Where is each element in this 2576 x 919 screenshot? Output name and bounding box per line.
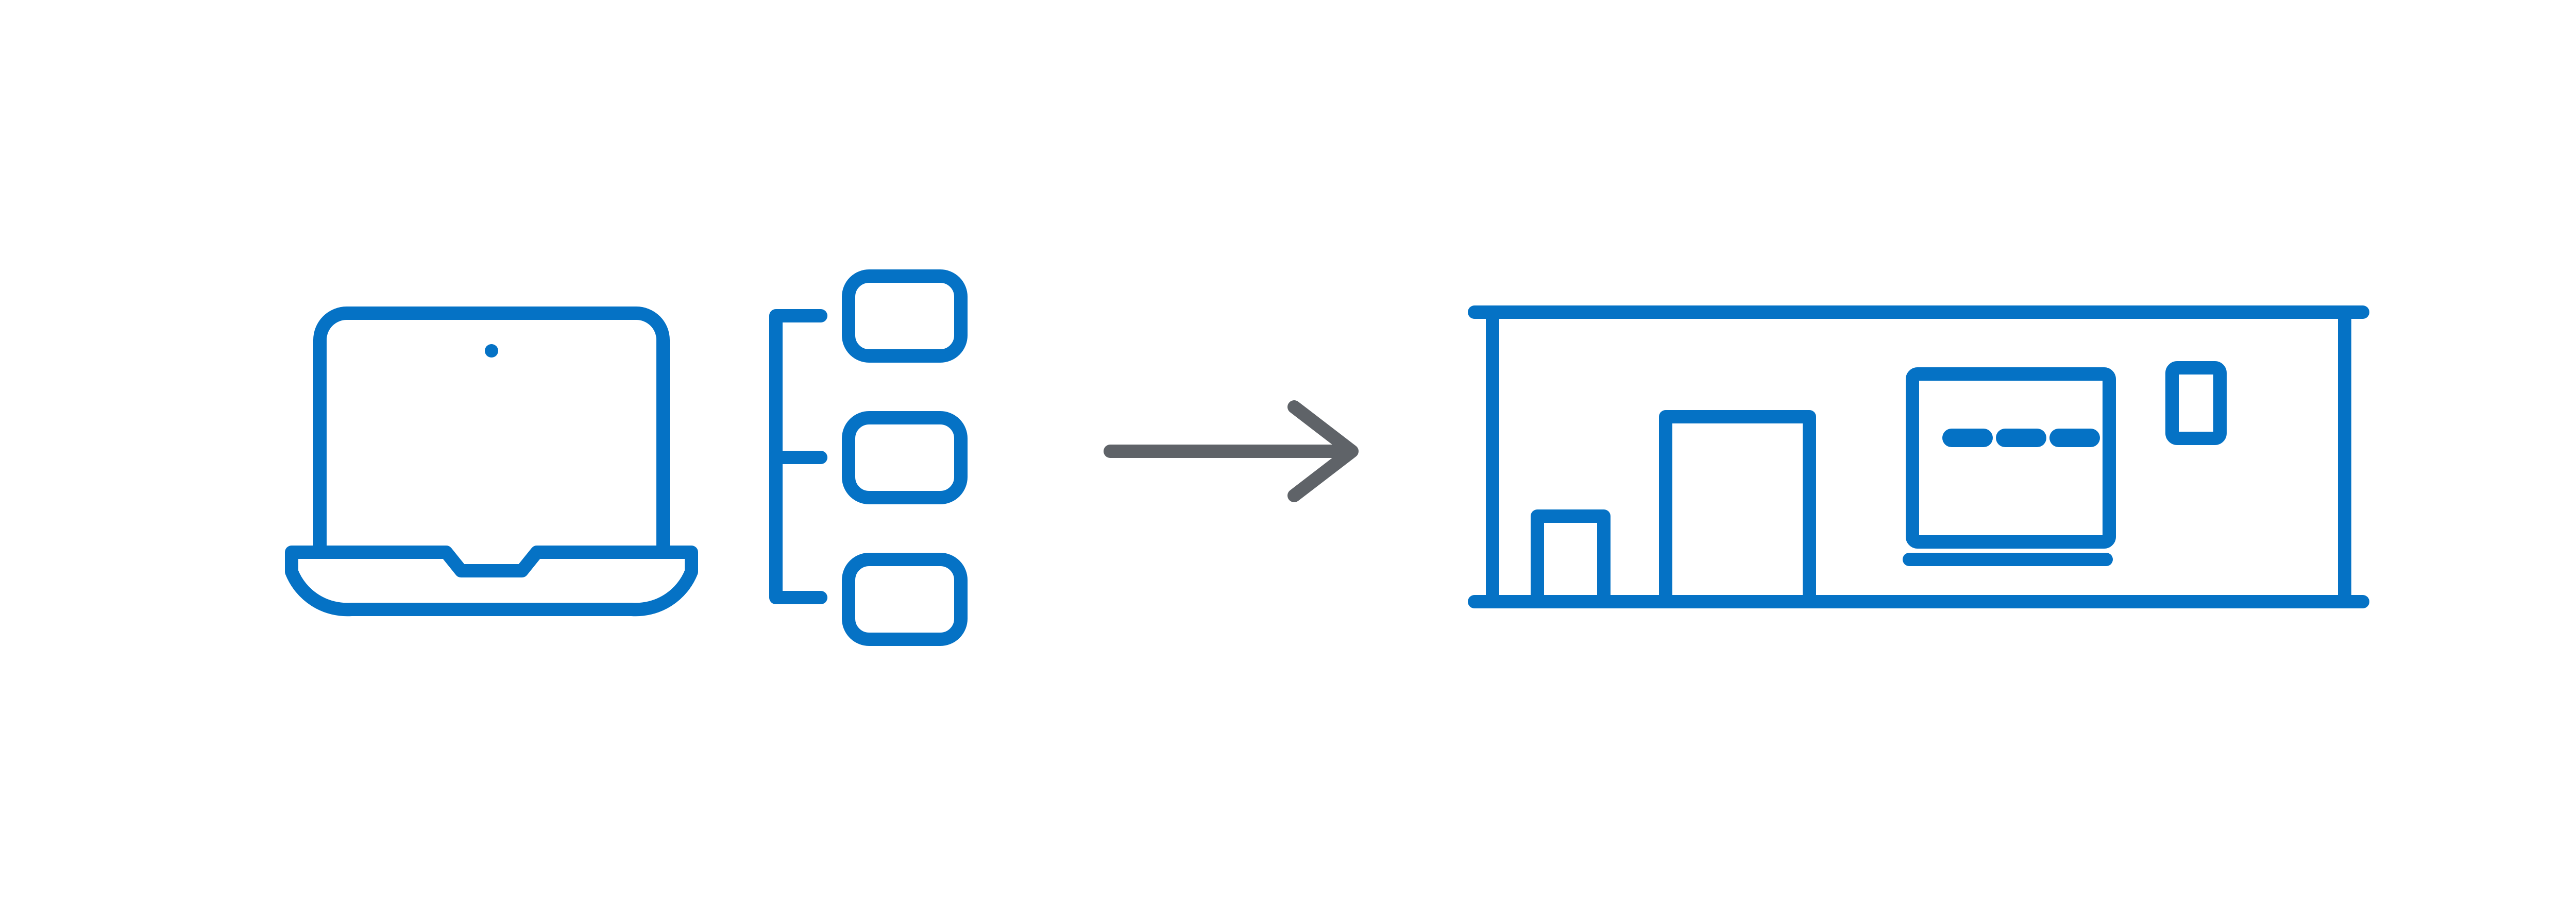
facility-tall-bar	[1659, 410, 1816, 608]
config-list-group	[769, 269, 968, 646]
facility-side-module[interactable]	[2165, 361, 2227, 445]
facility-group	[1468, 305, 2369, 608]
laptop-base	[285, 546, 698, 617]
config-node-1[interactable]	[842, 269, 968, 363]
config-node-3[interactable]	[842, 553, 968, 646]
transform-arrow-icon	[1104, 400, 1359, 502]
config-node-2[interactable]	[842, 411, 968, 504]
laptop-webcam-icon	[485, 344, 498, 358]
laptop-group	[285, 307, 698, 617]
arrow-head	[1287, 400, 1359, 502]
facility-display-panel[interactable]	[1906, 367, 2116, 549]
facility-short-bar	[1531, 509, 1611, 608]
laptop-screen	[313, 307, 670, 559]
